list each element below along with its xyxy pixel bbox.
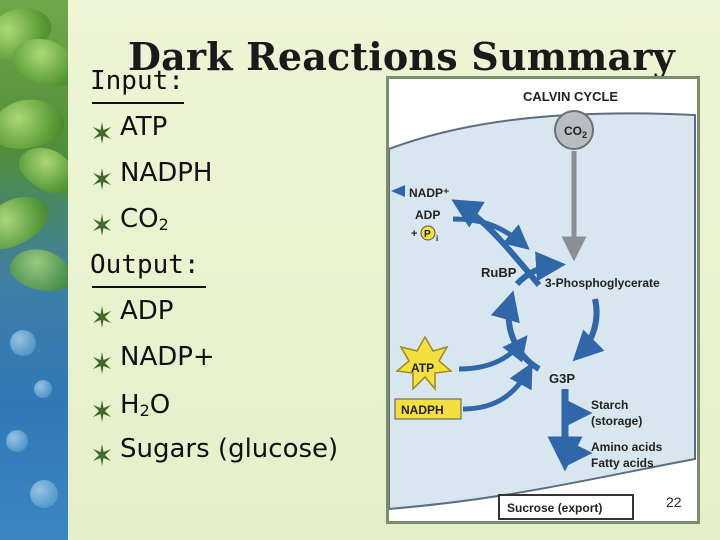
co2-circle bbox=[554, 110, 594, 150]
summary-text-column: Input: ATP NADPH CO2 Output: ADP NAD bbox=[90, 0, 390, 540]
leaf-bullet-icon bbox=[93, 122, 111, 144]
bullet-sugars: Sugars (glucose) bbox=[90, 434, 339, 466]
slide-number: 22 bbox=[666, 494, 682, 510]
arrow-adp bbox=[452, 216, 530, 250]
decorative-leaf-strip bbox=[0, 0, 68, 540]
output-adp: ADP bbox=[120, 296, 174, 326]
leaf-bullet-icon bbox=[93, 306, 111, 328]
bullet-nadp: NADP+ bbox=[90, 342, 215, 374]
starch-label: Starch bbox=[591, 398, 628, 412]
output-sugars: Sugars (glucose) bbox=[120, 434, 339, 464]
atp-star-icon bbox=[395, 335, 453, 392]
plus-sign: + bbox=[411, 228, 417, 240]
cycle-arc-right bbox=[572, 298, 605, 362]
sucrose-export-label: Sucrose (export) bbox=[507, 501, 602, 515]
calvin-cycle-label: CALVIN CYCLE bbox=[523, 89, 618, 104]
cycle-arc-top bbox=[514, 251, 566, 287]
atp-star-label: ATP bbox=[411, 361, 434, 375]
fatty-acids-label: Fatty acids bbox=[591, 456, 654, 470]
pi-p-label: P bbox=[424, 229, 431, 240]
storage-label: (storage) bbox=[591, 414, 642, 428]
pi-i-label: i bbox=[436, 234, 438, 243]
atp-arrow bbox=[458, 335, 528, 372]
slide-title: Dark Reactions Summary bbox=[128, 34, 675, 79]
input-heading: Input: bbox=[90, 66, 184, 104]
leaf-bullet-icon bbox=[93, 168, 111, 190]
input-co2: CO2 bbox=[120, 204, 169, 234]
co2-label: CO2 bbox=[564, 124, 587, 140]
bullet-adp: ADP bbox=[90, 296, 174, 328]
input-atp: ATP bbox=[120, 112, 168, 142]
bullet-h2o: H2O bbox=[90, 390, 171, 422]
phosphoglycerate-label: 3-Phosphoglycerate bbox=[545, 276, 660, 290]
input-nadph: NADPH bbox=[120, 158, 213, 188]
rubp-label: RuBP bbox=[481, 265, 517, 280]
sucrose-export-box bbox=[498, 494, 634, 520]
calvin-cycle-diagram: CALVIN CYCLE CO2 NADP⁺ ADP + P i RuBP 3-… bbox=[386, 76, 700, 524]
adp-label: ADP bbox=[415, 208, 440, 222]
leaf-bullet-icon bbox=[93, 214, 111, 236]
nadph-box-label: NADPH bbox=[401, 403, 444, 417]
bullet-nadph: NADPH bbox=[90, 158, 213, 190]
output-h2o: H2O bbox=[120, 390, 171, 420]
output-nadp: NADP+ bbox=[120, 342, 215, 372]
pi-circle bbox=[420, 225, 436, 241]
input-heading-label: Input: bbox=[90, 66, 184, 96]
leaf-bullet-icon bbox=[93, 444, 111, 466]
amino-acids-label: Amino acids bbox=[591, 440, 663, 454]
output-heading: Output: bbox=[90, 250, 206, 288]
bullet-co2: CO2 bbox=[90, 204, 169, 236]
calvin-cycle-svg: CALVIN CYCLE CO2 NADP⁺ ADP + P i RuBP 3-… bbox=[388, 89, 696, 520]
nadph-arrow bbox=[462, 362, 533, 412]
nadp-plus-label: NADP⁺ bbox=[409, 186, 449, 200]
output-underline bbox=[92, 286, 206, 288]
bullet-atp: ATP bbox=[90, 112, 168, 144]
input-underline bbox=[92, 102, 184, 104]
g3p-label: G3P bbox=[549, 371, 575, 386]
nadp-arrowhead bbox=[391, 185, 405, 197]
leaf-bullet-icon bbox=[93, 400, 111, 422]
output-heading-label: Output: bbox=[90, 250, 200, 280]
leaf-bullet-icon bbox=[93, 352, 111, 374]
nadph-box bbox=[394, 398, 462, 420]
